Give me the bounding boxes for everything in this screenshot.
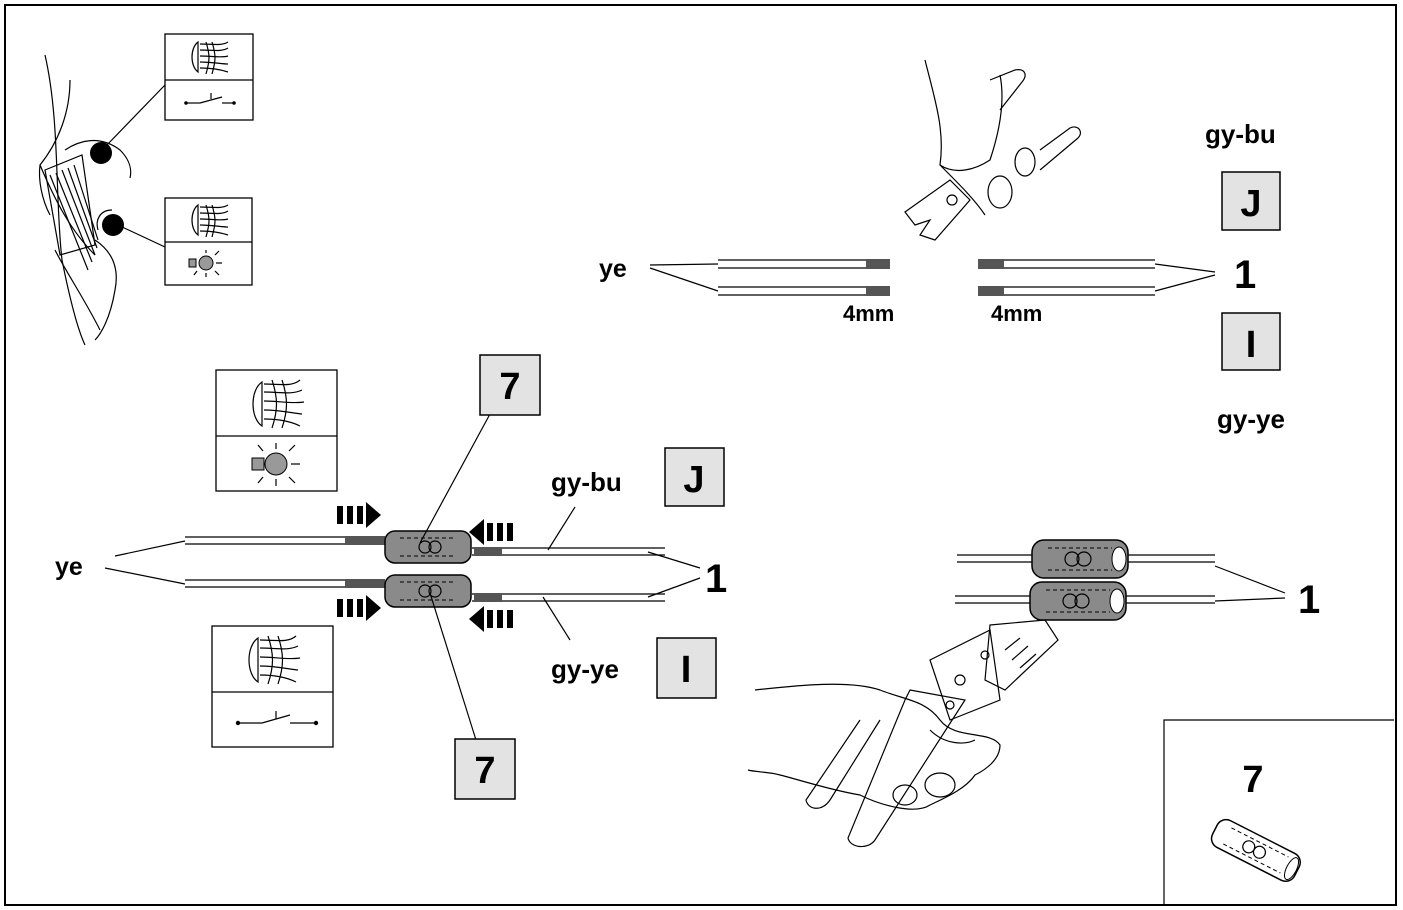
steering-column-illustration [38, 54, 132, 346]
butt-connector-icon [384, 530, 472, 564]
crimping-pliers-icon [805, 619, 1059, 848]
stripped-wires-left [649, 259, 890, 296]
wire-color-label: gy-ye [551, 654, 619, 684]
symbol-box-headlight-bulb-large [215, 369, 338, 492]
butt-connector-icon [1210, 818, 1301, 883]
connector-code-label: I [681, 649, 692, 691]
part-number-label: 1 [705, 557, 727, 601]
connector-code-box [656, 637, 717, 699]
connector-code-label: J [1240, 183, 1261, 225]
switch-icon [235, 711, 319, 726]
wire-color-label: gy-bu [1205, 119, 1276, 149]
part-callout-label: 7 [474, 750, 495, 792]
headlight-icon [252, 379, 305, 429]
headlight-icon [191, 40, 229, 75]
headlight-icon [191, 203, 229, 238]
arrow-left-icon [469, 519, 513, 545]
butt-connector-icon [384, 574, 472, 608]
symbol-box-headlight-bulb [164, 197, 253, 286]
arrow-right-icon [337, 595, 381, 621]
part-callout-box [454, 738, 516, 800]
symbol-box-headlight-switch [164, 33, 254, 121]
diagram-frame [4, 4, 1397, 906]
part-number-label: 1 [1298, 578, 1320, 622]
connector-dot-upper [90, 142, 112, 164]
yellow-wires-left [104, 536, 385, 588]
wire-color-label: gy-bu [551, 467, 622, 497]
part-callout-label: 7 [1242, 759, 1263, 801]
strip-length-label: 4mm [843, 301, 894, 326]
leader-line [419, 413, 491, 544]
bulb-icon [251, 443, 300, 486]
connector-code-box [1221, 171, 1281, 231]
butt-connector-icon [1029, 581, 1127, 621]
leader-line [429, 592, 477, 741]
grey-wires-right [472, 506, 701, 641]
arrow-left-icon [469, 606, 513, 632]
part-detail-box: 7 [1163, 719, 1394, 906]
stripped-wires-right [978, 259, 1216, 296]
switch-icon [184, 93, 236, 105]
connector-code-label: J [683, 459, 704, 501]
arrow-right-icon [337, 502, 381, 528]
wire-color-label: ye [599, 255, 627, 283]
bulb-icon [188, 250, 222, 277]
part-callout-label: 7 [499, 366, 520, 408]
wire-color-label: gy-ye [1217, 404, 1285, 434]
strip-length-label: 4mm [991, 301, 1042, 326]
butt-connector-icon [1031, 539, 1129, 579]
connector-code-box [1221, 312, 1281, 371]
part-callout-box [479, 354, 541, 416]
symbol-box-headlight-switch-large [211, 625, 334, 748]
wire-color-label: ye [55, 553, 83, 581]
hand-icon [747, 683, 1001, 810]
connector-dot-lower [102, 214, 124, 236]
headlight-icon [248, 635, 301, 685]
part-number-label: 1 [1234, 253, 1256, 297]
leader-line [119, 225, 166, 248]
connector-code-box [664, 447, 725, 507]
wire-stripper-icon [904, 59, 1082, 241]
connector-code-label: I [1246, 324, 1257, 366]
leader-line [105, 84, 166, 147]
